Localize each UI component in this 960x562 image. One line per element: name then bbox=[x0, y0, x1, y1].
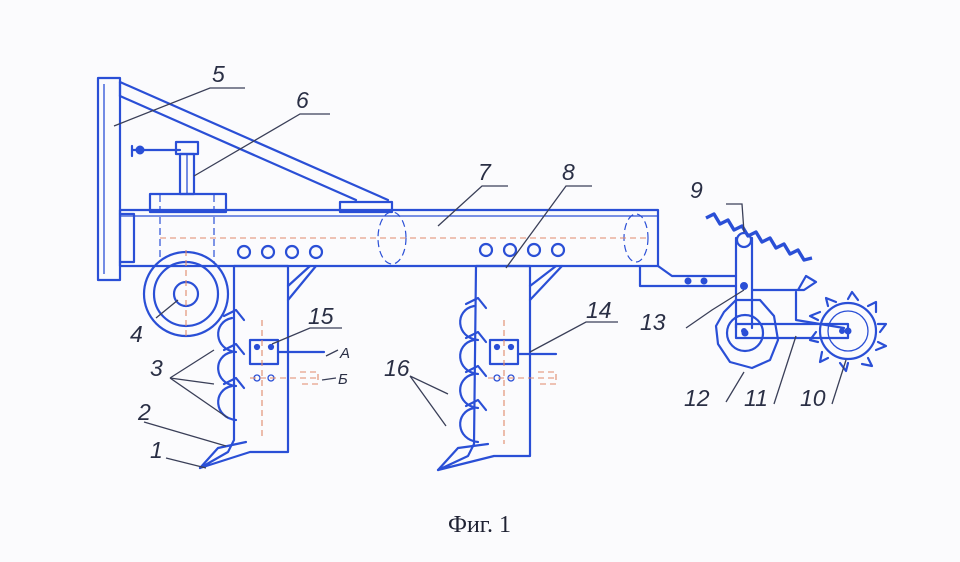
front-ripper bbox=[198, 264, 326, 470]
callout-16: 16 bbox=[384, 355, 410, 381]
callout-15: 15 bbox=[308, 303, 334, 329]
callout-9: 9 bbox=[690, 177, 703, 203]
callout-8: 8 bbox=[562, 159, 575, 185]
leader-lines bbox=[113, 87, 847, 469]
marker-b: Б bbox=[338, 371, 348, 388]
callout-4: 4 bbox=[130, 321, 143, 347]
callout-5: 5 bbox=[212, 61, 225, 87]
marker-a: А bbox=[339, 345, 350, 362]
roller-bracket bbox=[638, 212, 846, 330]
support-wheel bbox=[142, 250, 230, 340]
callout-3: 3 bbox=[150, 355, 163, 381]
main-beam bbox=[118, 195, 660, 268]
callout-10: 10 bbox=[800, 385, 826, 411]
star-roller bbox=[714, 298, 780, 370]
callout-13: 13 bbox=[640, 309, 666, 335]
callout-12: 12 bbox=[684, 385, 710, 411]
callout-11: 11 bbox=[744, 385, 768, 411]
figure-caption: Фиг. 1 bbox=[448, 512, 511, 538]
callout-14: 14 bbox=[586, 297, 612, 323]
adjuster-screw bbox=[148, 140, 228, 214]
callout-7: 7 bbox=[478, 159, 492, 185]
callout-6: 6 bbox=[296, 87, 309, 113]
rear-ripper bbox=[436, 264, 564, 472]
callout-1: 1 bbox=[150, 437, 163, 463]
callout-2: 2 bbox=[137, 399, 151, 425]
toothed-roller bbox=[808, 290, 888, 373]
mounting-frame bbox=[96, 76, 390, 282]
